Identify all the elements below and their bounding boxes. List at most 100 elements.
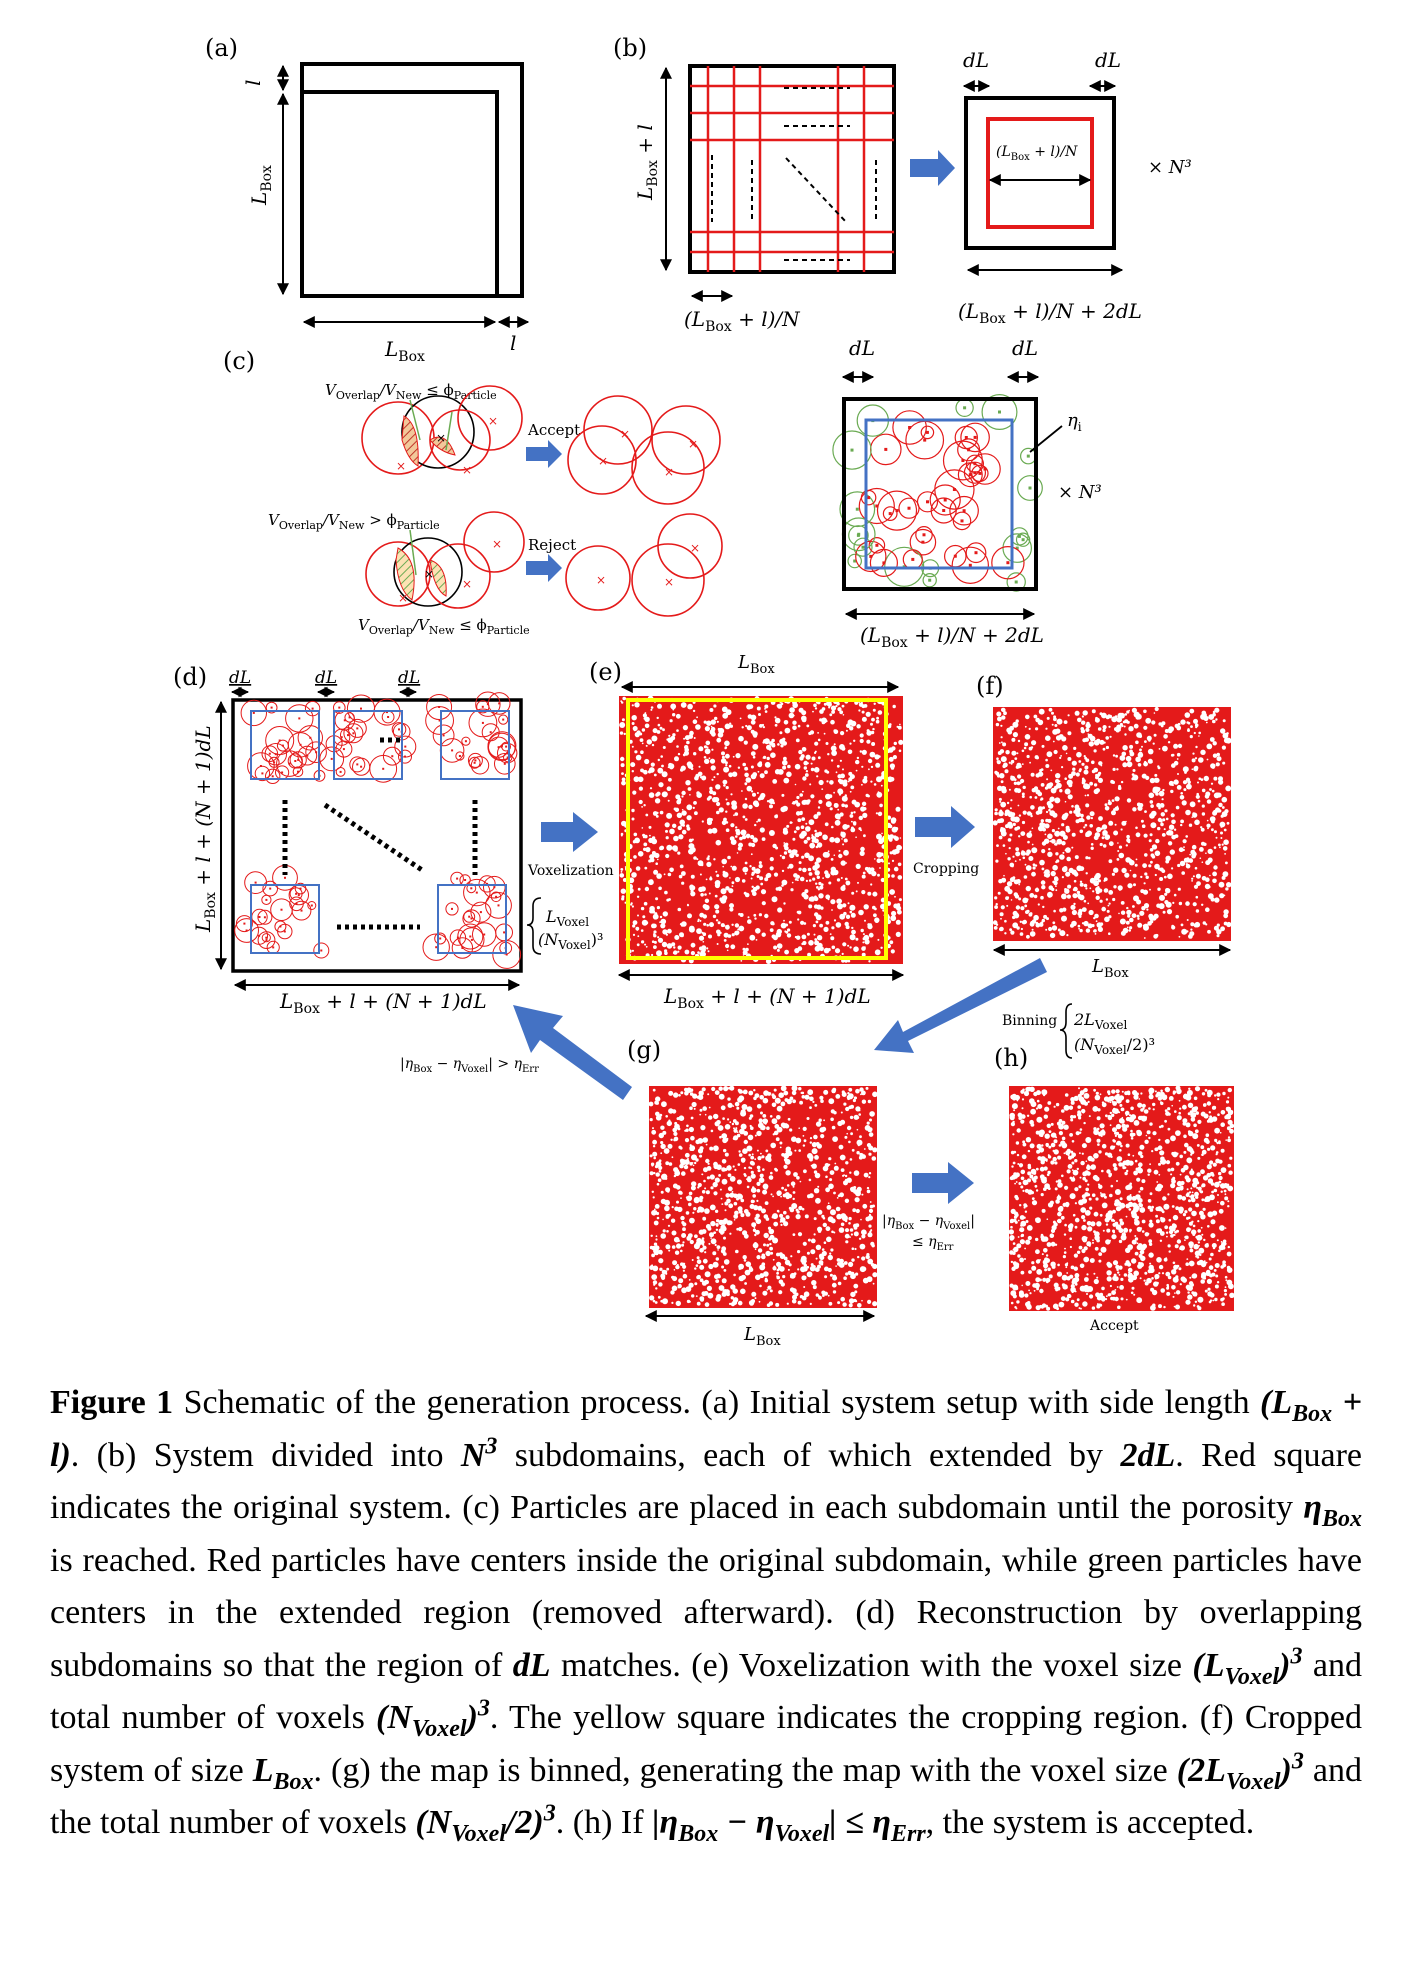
caption-math-2: N3 bbox=[460, 1433, 498, 1474]
svg-text:×: × bbox=[664, 575, 674, 589]
svg-text:×: × bbox=[690, 541, 700, 555]
panel-a: (a) l LBox LBox l bbox=[205, 34, 530, 365]
caption-text-8: . The yellow square indicates the croppi… bbox=[50, 1699, 1362, 1789]
panel-b-side-label: LBox + l bbox=[633, 124, 661, 201]
svg-text:×: × bbox=[396, 459, 406, 473]
panel-b: (b) LBox + l (LBox + l)/N dL dL (LBox + … bbox=[613, 34, 1192, 335]
panel-a-inner-box bbox=[300, 90, 499, 298]
panel-e-bottom-label: LBox + l + (N + 1)dL bbox=[663, 984, 871, 1012]
panel-b-ellipsis bbox=[711, 87, 877, 261]
caption-math-4: ηBox bbox=[1303, 1489, 1362, 1532]
caption-math-7: (NVoxel)3 bbox=[376, 1695, 490, 1742]
panel-c-outer-label: (LBox + l)/N + 2dL bbox=[860, 623, 1044, 651]
svg-text:×: × bbox=[488, 414, 498, 428]
panel-e: (e) LBox LBox + l + (N + 1)dL Cropping bbox=[589, 652, 979, 1012]
panel-f-tag: (f) bbox=[976, 672, 1004, 700]
panel-c-times-n3: × N³ bbox=[1058, 482, 1102, 503]
panel-c-accept-arrow bbox=[526, 440, 562, 468]
panel-f-binning-arrow bbox=[874, 958, 1047, 1053]
panel-c-rule3: VOverlap/VNew ≤ ϕParticle bbox=[358, 616, 530, 637]
panel-d-dl-2: dL bbox=[315, 668, 337, 688]
panel-c-tag: (c) bbox=[223, 347, 255, 375]
caption-math-9: (2LVoxel)3 bbox=[1176, 1748, 1304, 1795]
panel-g: (g) |ηBox − ηVoxel| > ηErr LBox |ηBox − … bbox=[400, 1005, 975, 1349]
panel-d-tag: (d) bbox=[173, 663, 207, 691]
panel-e-voxel-map bbox=[619, 695, 904, 964]
caption-text-5: is reached. Red particles have centers i… bbox=[50, 1541, 1362, 1684]
panel-g-reject-cond: |ηBox − ηVoxel| > ηErr bbox=[400, 1056, 539, 1075]
panel-a-outer-box bbox=[300, 62, 524, 298]
panel-b-inner-label: (LBox + l)/N bbox=[996, 144, 1078, 163]
panel-d-system-box bbox=[231, 698, 523, 973]
panel-e-tag: (e) bbox=[589, 658, 622, 686]
panel-d: (d) dL dL dL LBox + l + (N + 1)dL LBox +… bbox=[173, 663, 614, 1017]
caption-text-2: . (b) System divided into bbox=[70, 1436, 461, 1474]
panel-b-blue-arrow bbox=[910, 150, 955, 186]
caption-math-11: |ηBox − ηVoxel| ≤ ηErr bbox=[652, 1804, 926, 1847]
panel-b-times-n3: × N³ bbox=[1148, 157, 1192, 178]
panel-d-bottom-label: LBox + l + (N + 1)dL bbox=[279, 989, 487, 1017]
panel-d-lvoxel: LVoxel bbox=[545, 907, 589, 929]
caption-text-3: subdomains, each of which extended by bbox=[497, 1436, 1121, 1474]
figure-label: Figure 1 bbox=[50, 1384, 174, 1421]
panel-c-dl-right: dL bbox=[1012, 336, 1038, 360]
panel-a-l-vert: l bbox=[241, 80, 265, 86]
panel-f: (f) LBox Binning 2LVoxel (NVoxel/2)³ bbox=[874, 672, 1232, 1059]
panel-b-tag: (b) bbox=[613, 34, 647, 62]
caption-text-4: . Red square indicates the original syst… bbox=[50, 1436, 1362, 1527]
panel-b-cell-label: (LBox + l)/N bbox=[684, 307, 801, 335]
panel-d-dl-1: dL bbox=[229, 668, 251, 688]
caption-text-11: . (h) If bbox=[555, 1804, 653, 1841]
panel-e-top-label: LBox bbox=[737, 652, 775, 677]
panel-c-reject-label: Reject bbox=[528, 536, 576, 554]
schematic-figure: (a) l LBox LBox l (b) LBox + l (LBox + bbox=[173, 34, 1235, 1349]
svg-text:×: × bbox=[664, 465, 674, 479]
panel-b-dl-right: dL bbox=[1095, 48, 1121, 72]
panel-d-voxelization-arrow bbox=[541, 812, 598, 852]
panel-a-lbox-vert: LBox bbox=[247, 165, 275, 206]
panel-b-original-box bbox=[986, 117, 1094, 229]
panel-d-side-label: LBox + l + (N + 1)dL bbox=[191, 725, 219, 933]
panel-b-dl-left: dL bbox=[963, 48, 989, 72]
panel-c-reject-arrow bbox=[526, 554, 562, 582]
panel-c-accept-label: Accept bbox=[527, 421, 580, 439]
caption-math-5: dL bbox=[512, 1646, 551, 1684]
panel-a-tag: (a) bbox=[205, 34, 238, 62]
caption-text-12: , the system is accepted. bbox=[925, 1804, 1255, 1841]
panel-e-cropping-region bbox=[626, 698, 888, 960]
svg-text:×: × bbox=[424, 567, 434, 581]
caption-text-10: and the total number of voxels bbox=[50, 1751, 1362, 1842]
panel-f-b1: 2LVoxel bbox=[1073, 1010, 1127, 1032]
svg-text:×: × bbox=[620, 427, 630, 441]
panel-f-voxel-map bbox=[992, 706, 1232, 941]
caption-math-10: (NVoxel/2)3 bbox=[415, 1800, 556, 1847]
caption-text-6: matches. (e) Voxelization with the voxel… bbox=[550, 1646, 1193, 1684]
panel-d-subdomains bbox=[234, 691, 522, 969]
svg-text:×: × bbox=[462, 577, 472, 591]
svg-text:×: × bbox=[598, 454, 608, 468]
panel-g-bottom-label: LBox bbox=[743, 1324, 781, 1349]
panel-g-accept-arrow bbox=[912, 1162, 974, 1204]
caption-text-9: . (g) the map is binned, generating the … bbox=[313, 1751, 1177, 1789]
caption-math-8: LBox bbox=[252, 1751, 314, 1795]
svg-text:×: × bbox=[596, 573, 606, 587]
panel-g-voxel-map bbox=[648, 1085, 878, 1308]
svg-text:×: × bbox=[462, 463, 472, 477]
panel-d-voxelization-label: Voxelization bbox=[527, 863, 614, 879]
caption-text-7: and total number of voxels bbox=[50, 1646, 1362, 1737]
panel-c-eta: ηi bbox=[1067, 410, 1082, 434]
panel-d-dl-3: dL bbox=[398, 668, 420, 688]
panel-g-reject-arrow bbox=[513, 1005, 632, 1100]
caption-math-1: (LBox + l) bbox=[50, 1384, 1362, 1474]
panel-c-subdomain-box bbox=[842, 397, 1038, 591]
svg-text:×: × bbox=[688, 437, 698, 451]
caption-text-1: Schematic of the generation process. (a)… bbox=[173, 1384, 1261, 1421]
svg-text:×: × bbox=[398, 591, 408, 605]
panel-h-voxel-map bbox=[1008, 1085, 1235, 1311]
caption-math-6: (LVoxel)3 bbox=[1192, 1643, 1303, 1690]
panel-h-accept-label: Accept bbox=[1089, 1318, 1139, 1334]
panel-b-red-grid bbox=[690, 66, 894, 272]
panel-a-lbox-horiz: LBox bbox=[384, 337, 425, 365]
panel-c-dl-left: dL bbox=[849, 336, 875, 360]
panel-f-binning-label: Binning bbox=[1002, 1013, 1057, 1029]
